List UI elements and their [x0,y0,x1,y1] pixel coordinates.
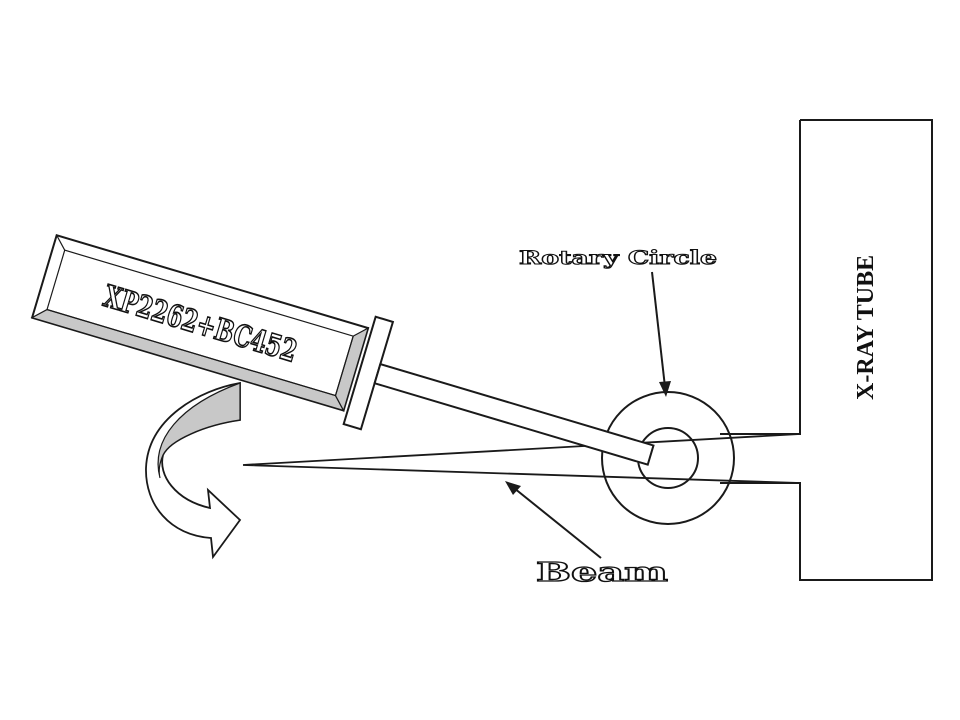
beam-wedge [242,433,801,484]
beam-label: Beam [536,558,668,588]
beam-pointer-arrowhead [505,481,521,495]
rotation-arrow [145,381,242,560]
rotary-circle-label: Rotary Circle [519,247,717,269]
detector-rod [373,362,655,466]
xray-tube [720,119,933,581]
beam-pointer-line [513,487,602,559]
rotary-circle-outer [601,391,735,525]
xray-tube-label: X-RAY TUBE [853,255,879,400]
rotary-pointer-arrowhead [659,381,671,397]
rotary-pointer-line [651,271,666,388]
